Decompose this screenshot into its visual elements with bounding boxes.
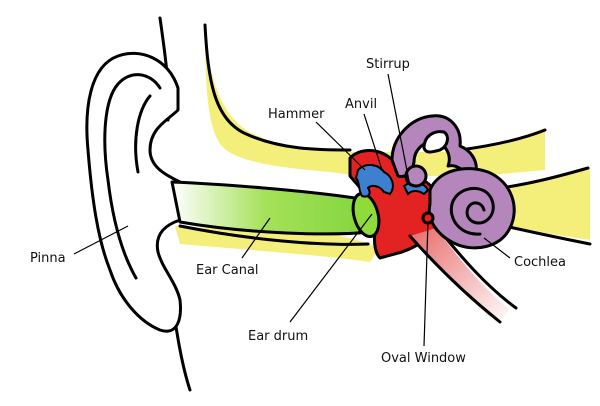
label-oval-window: Oval Window <box>381 351 466 366</box>
eustachian-line-1 <box>408 234 502 324</box>
stirrup-leader <box>387 73 411 187</box>
temporal-bone-upper <box>205 32 545 176</box>
vestibule-loop <box>404 164 428 188</box>
skull-contour <box>203 23 352 152</box>
pinna-helix-inner <box>103 73 162 280</box>
label-cochlea: Cochlea <box>514 255 566 270</box>
pinna-leader <box>73 225 129 255</box>
oval-window-leader <box>423 221 429 347</box>
canal-wall-lower <box>178 224 370 246</box>
pinna-antihelix <box>134 94 152 174</box>
skull-contour-right <box>458 128 547 152</box>
oval-window-shape <box>421 211 435 225</box>
label-pinna: Pinna <box>30 251 66 266</box>
cochlea-spiral <box>449 187 495 236</box>
ear-drum-leader <box>289 213 373 323</box>
ear-canal-leader <box>241 217 271 259</box>
hammer-leader <box>315 121 366 171</box>
pinna-shape <box>85 51 182 333</box>
bone-line-right <box>498 166 590 190</box>
anvil-leader <box>363 113 383 171</box>
eustachian-tube <box>410 228 510 324</box>
ear-canal-tube <box>170 180 379 236</box>
label-ear-drum: Ear drum <box>248 329 308 344</box>
ossicles-shape <box>354 164 394 198</box>
bone-line-lower-right <box>503 224 592 246</box>
temporal-bone-right <box>500 168 590 240</box>
cochlea-leader <box>483 237 511 259</box>
label-anvil: Anvil <box>345 97 377 112</box>
label-stirrup: Stirrup <box>366 57 410 72</box>
semicircular-canal-hole <box>422 130 449 154</box>
cochlea-shape <box>427 167 516 250</box>
label-hammer: Hammer <box>268 107 325 122</box>
label-ear-canal: Ear Canal <box>196 263 259 278</box>
